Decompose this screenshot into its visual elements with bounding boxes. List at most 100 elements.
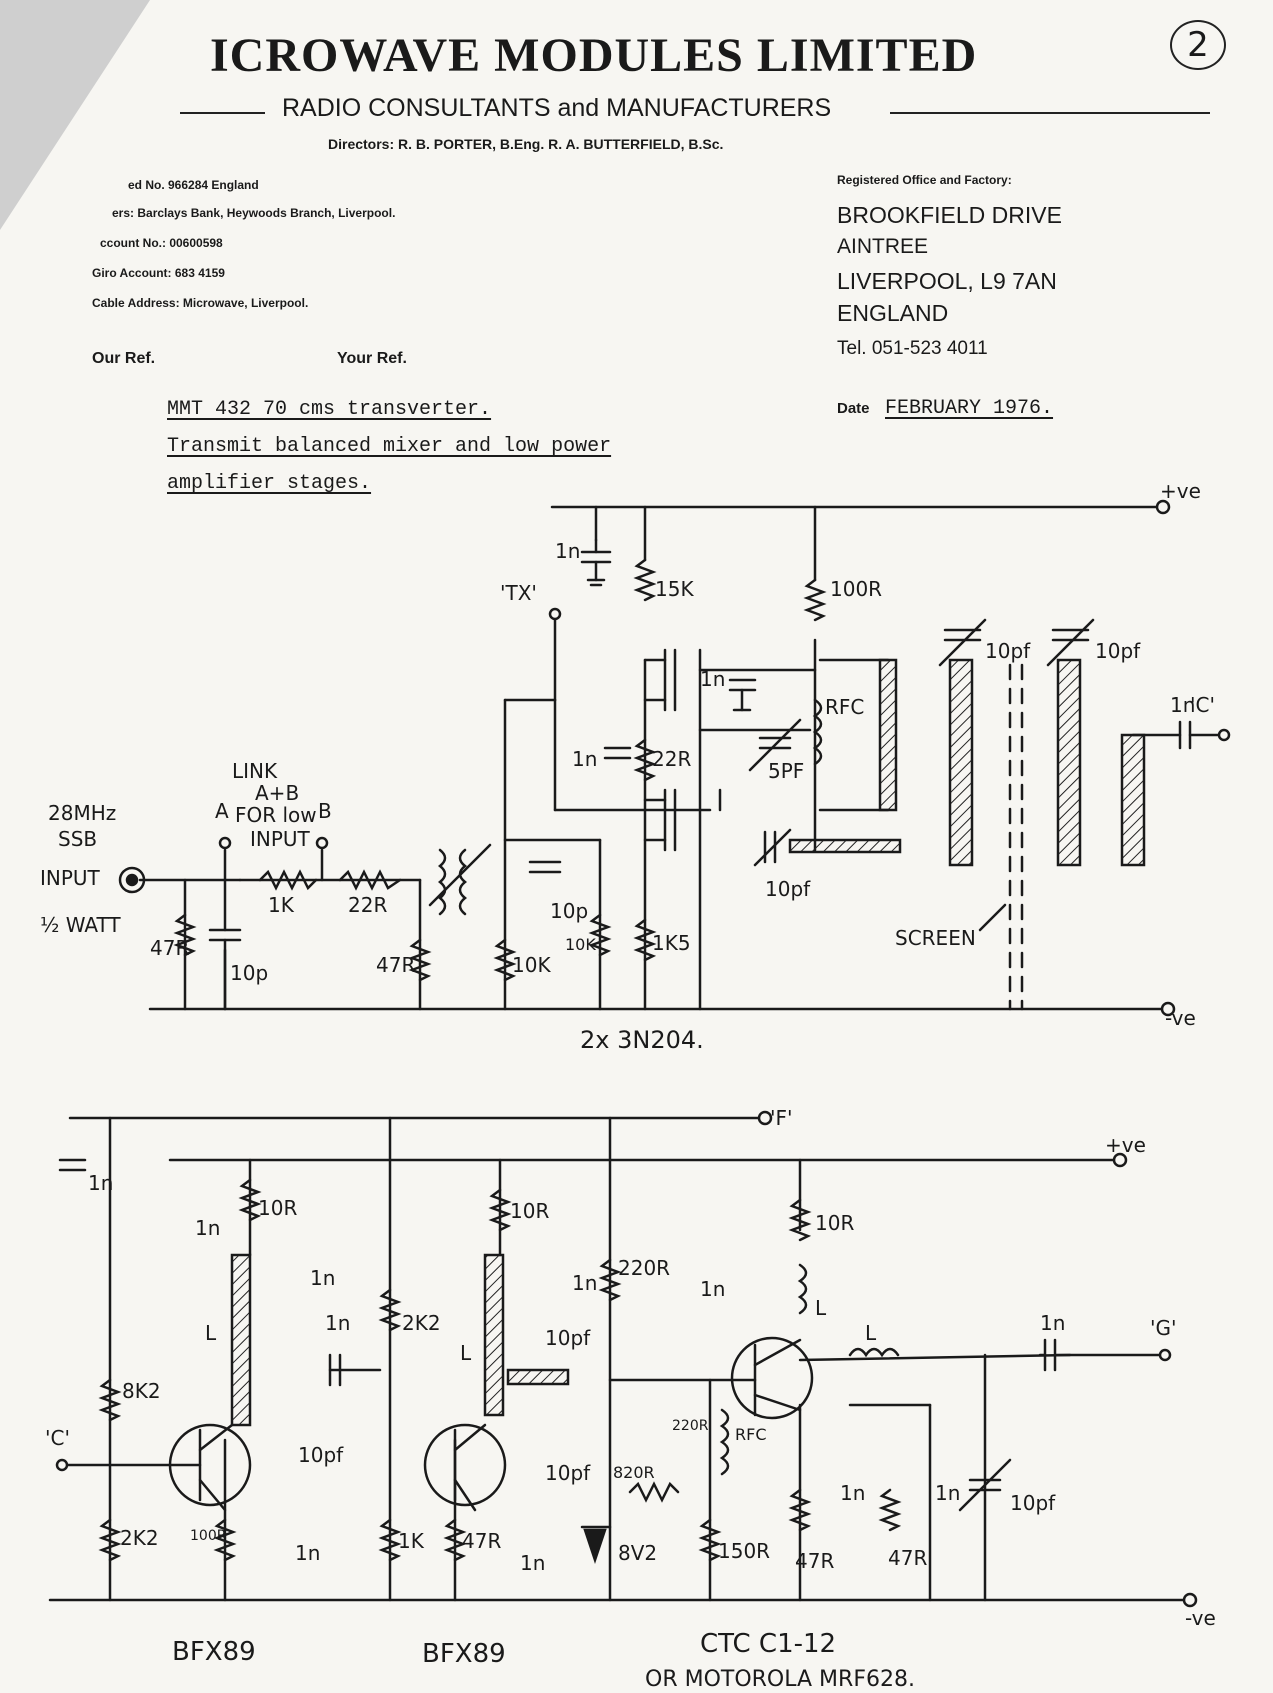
output-capacitor-1n-g xyxy=(1038,1338,1162,1372)
point-b-label: B xyxy=(318,799,332,823)
our-ref: Our Ref. xyxy=(92,350,156,367)
transistor-label-1: BFX89 xyxy=(172,1637,256,1667)
v-r-15k: 15K xyxy=(655,577,694,601)
resistor-2k2-b xyxy=(98,1518,122,1562)
tagline: RADIO CONSULTANTS and MANUFACTURERS xyxy=(282,94,832,122)
resistor-47r-a xyxy=(443,1518,467,1562)
c-input-terminal xyxy=(55,1458,69,1472)
v-c-1n-src: 1n xyxy=(572,747,597,771)
v-c-1n-top: 1n xyxy=(555,539,580,563)
account-number: ccount No.: 00600598 xyxy=(100,236,223,250)
screen-label: SCREEN xyxy=(895,926,976,950)
capacitor-1n-a xyxy=(58,1158,87,1172)
transistor-ctc xyxy=(730,1336,814,1420)
point-a-label: A xyxy=(215,799,229,823)
resistor-2k2-a xyxy=(378,1288,402,1332)
input-connector-icon xyxy=(118,866,146,894)
v2-c-10pf-c: 10pf xyxy=(545,1461,591,1485)
resistor-22r xyxy=(338,869,402,891)
reg-number: ed No. 966284 England xyxy=(128,178,259,192)
resistor-47r-b xyxy=(788,1488,812,1532)
resistor-10k-a xyxy=(493,938,517,982)
capacitor-10p-b xyxy=(528,860,562,874)
filter-line-1 xyxy=(948,658,974,867)
stripline-bridge xyxy=(506,1368,570,1386)
circuit1-wires xyxy=(138,499,1176,1017)
v2-r-47r-c: 47R xyxy=(888,1546,927,1570)
v-r-100r: 100R xyxy=(830,577,882,601)
v2-c-1n-j: 1n xyxy=(840,1481,865,1505)
v2-c-1n-k: 1n xyxy=(935,1481,960,1505)
address-line-1: BROOKFIELD DRIVE xyxy=(837,202,1062,228)
trimmer-10pf-a xyxy=(938,618,987,667)
zener-8v2-icon xyxy=(580,1525,612,1564)
c2-neg-label: -ve xyxy=(1185,1606,1216,1630)
v2-c-1n-d: 1n xyxy=(325,1311,350,1335)
c-in-label: 'C' xyxy=(45,1426,70,1450)
v-r-10k-a: 10K xyxy=(512,953,551,977)
directors: Directors: R. B. PORTER, B.Eng. R. A. BU… xyxy=(328,136,724,152)
v2-l-c: L xyxy=(815,1296,827,1320)
v2-r-100r: 100R xyxy=(190,1528,227,1544)
c2-pos-label: +ve xyxy=(1105,1133,1146,1157)
transistor-bfx89-a xyxy=(168,1423,252,1512)
v-rfc: RFC xyxy=(825,695,864,719)
resistor-47r-c xyxy=(878,1488,902,1532)
g-output-terminal xyxy=(1158,1348,1172,1362)
resistor-8k2 xyxy=(98,1378,122,1422)
bankers: ers: Barclays Bank, Heywoods Branch, Liv… xyxy=(112,206,396,220)
resistor-22r-source xyxy=(633,738,657,782)
v2-l-d: L xyxy=(865,1321,877,1345)
capacitor-1n-mid xyxy=(728,678,757,712)
resistor-1k xyxy=(258,869,318,891)
v-c-1n-mid: 1n xyxy=(700,667,725,691)
rfc-coil-2-icon xyxy=(719,1408,730,1476)
filter-line-3 xyxy=(1120,733,1146,867)
capacitor-1n-source xyxy=(603,746,632,760)
address-line-4: ENGLAND xyxy=(837,300,949,326)
trimmer-5pf xyxy=(748,718,802,772)
v-c-1n-out: 1n xyxy=(1170,693,1195,717)
coil-l-c-icon xyxy=(797,1263,808,1315)
your-ref: Your Ref. xyxy=(337,350,407,367)
trimmer-10pf-b xyxy=(1046,618,1095,667)
v-c-10pf-a: 10pf xyxy=(985,639,1031,663)
v2-r-220r-b: 220R xyxy=(672,1418,709,1434)
v2-c-1n-b: 1n xyxy=(195,1216,220,1240)
tagline-rule-right xyxy=(890,112,1210,114)
v2-c-10pf-b: 10pf xyxy=(545,1326,591,1350)
memo-line-2: Transmit balanced mixer and low power xyxy=(167,435,612,458)
v2-c-10pf-d: 10pf xyxy=(1010,1491,1056,1515)
v2-c-1n-f: 1n xyxy=(572,1271,597,1295)
input-label-2: SSB xyxy=(58,827,97,851)
output-capacitor-1n xyxy=(1131,720,1222,750)
coil-l-d-icon xyxy=(848,1347,900,1358)
memo-line-1: MMT 432 70 cms transverter. xyxy=(167,398,492,421)
f-rail-label: 'F' xyxy=(770,1106,793,1130)
page-number: 2 xyxy=(1170,20,1226,70)
mosfet-lower xyxy=(643,788,677,852)
devices-label: 2x 3N204. xyxy=(580,1026,704,1054)
tx-terminal xyxy=(548,607,562,621)
stripline-trough xyxy=(878,658,898,812)
v2-r-820r: 820R xyxy=(613,1463,655,1482)
v2-c-1n-g: 1n xyxy=(520,1551,545,1575)
capacitor-10p-input xyxy=(208,928,242,1011)
input-label-3: INPUT xyxy=(40,866,101,890)
input-label-4: ½ WATT xyxy=(40,913,121,937)
v-r-47r-in: 47R xyxy=(150,936,189,960)
resistor-10k-b xyxy=(588,913,612,957)
link-label-2: A+B xyxy=(255,781,299,805)
cable-address: Cable Address: Microwave, Liverpool. xyxy=(92,296,309,310)
resistor-820r xyxy=(628,1481,680,1503)
v2-c-1n-c: 1n xyxy=(310,1266,335,1290)
capacitor-1n-top xyxy=(580,538,612,587)
v-r-1k5: 1K5 xyxy=(652,931,691,955)
stripline-l-a xyxy=(230,1253,252,1427)
c1-neg-label: -ve xyxy=(1165,1006,1196,1030)
v-c-10p-in: 10p xyxy=(230,961,268,985)
trimmer-10pf-d xyxy=(958,1458,1012,1512)
resistor-10r-b xyxy=(488,1188,512,1232)
v2-r-1k: 1K xyxy=(398,1529,425,1553)
